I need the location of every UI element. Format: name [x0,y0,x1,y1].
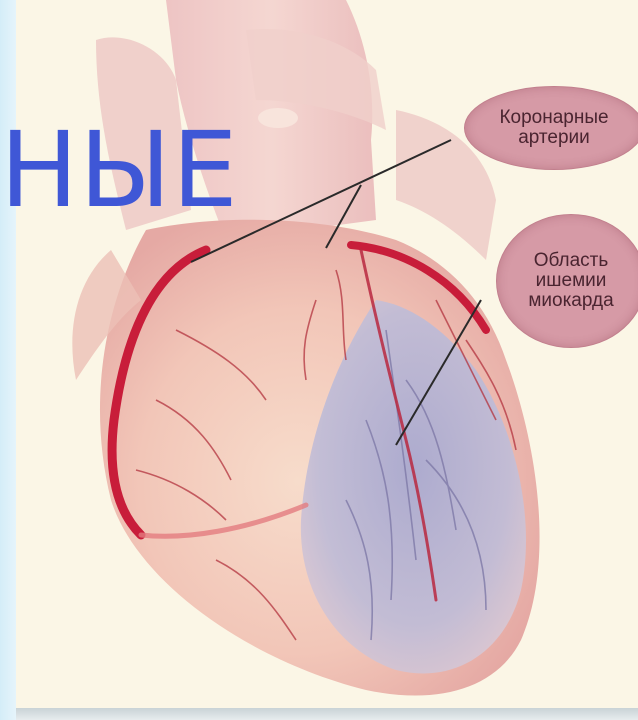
label-arteries-line1: Коронарные [499,108,608,128]
vessel-opening [258,108,298,128]
label-arteries-line2: артерии [518,128,590,148]
label-ischemia-area: Область ишемии миокарда [496,214,638,348]
label-ischemia-line3: миокарда [528,291,613,311]
label-ischemia-line1: Область [534,251,609,271]
slide-title-fragment: НЫЕ [0,118,239,222]
label-coronary-arteries: Коронарные артерии [464,86,638,170]
label-ischemia-line2: ишемии [536,271,607,291]
heart-illustration: Коронарные артерии Область ишемии миокар… [16,0,638,708]
bottom-border [16,708,638,720]
